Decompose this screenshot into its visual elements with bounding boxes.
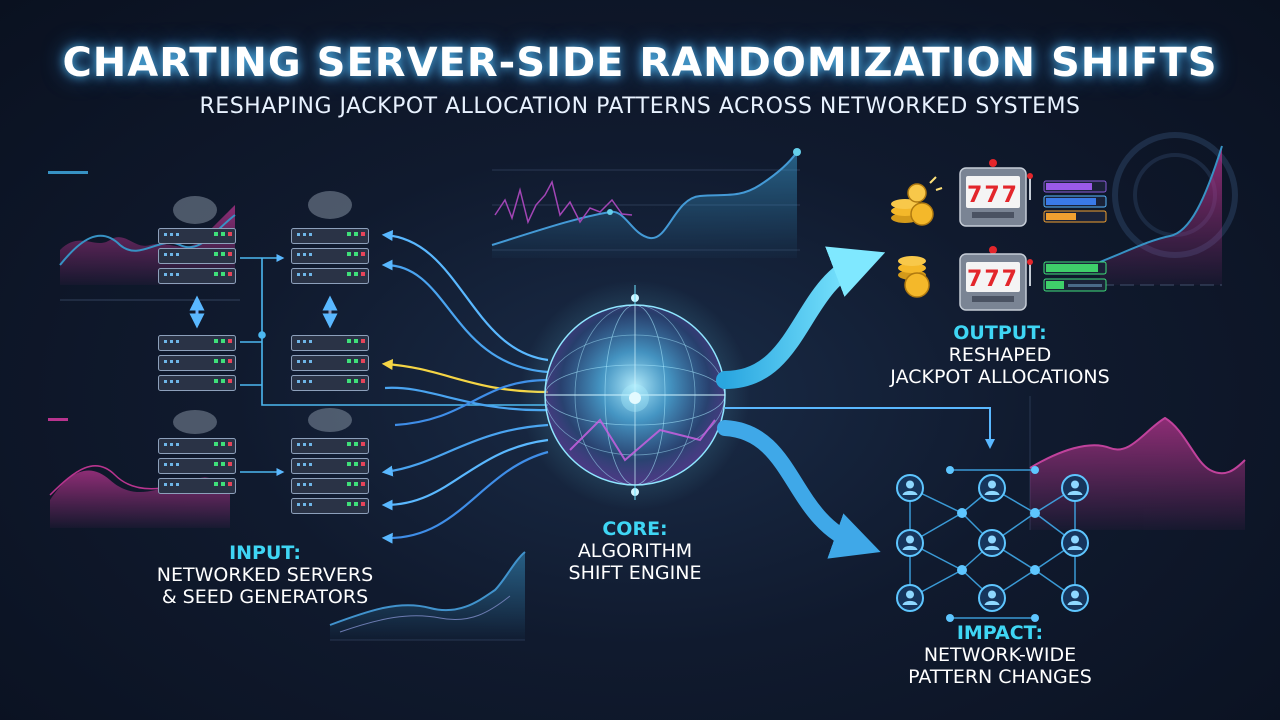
page-title: CHARTING SERVER-SIDE RANDOMIZATION SHIFT… (62, 40, 1218, 86)
input-label-line-2: & SEED GENERATORS (161, 586, 369, 608)
impact-label-line-1: NETWORK-WIDE (923, 644, 1077, 666)
bg-chart-top-center (491, 148, 801, 258)
impact-label-line-2: PATTERN CHANGES (908, 666, 1092, 688)
bg-chart-bottom-right (1029, 396, 1246, 530)
user-icon (1061, 529, 1089, 557)
input-label-line-1: NETWORKED SERVERS (156, 564, 374, 586)
user-icon (1061, 584, 1089, 612)
core-sphere (520, 280, 750, 510)
server-stack-bottom-right (291, 438, 369, 514)
core-label-line-1: ALGORITHM (577, 540, 693, 562)
allocation-meters-lower (1043, 261, 1107, 292)
server-stack-top-left (158, 228, 236, 284)
core-label-line-2: SHIFT ENGINE (568, 562, 702, 584)
slot-reels: 777 (967, 267, 1019, 292)
steam-effects (173, 191, 352, 434)
output-arrow-lower (717, 420, 881, 559)
slot-reels: 777 (967, 183, 1019, 208)
server-connectors (240, 254, 548, 476)
output-arrow-upper (716, 246, 886, 389)
bg-chart-top-right (1099, 132, 1238, 286)
user-icon (896, 474, 924, 502)
bg-chart-bottom-center (329, 551, 526, 641)
server-stack-middle-right (291, 335, 369, 391)
server-stack-bottom-left (158, 438, 236, 494)
output-arrow-thin (725, 407, 995, 449)
page-subtitle: RESHAPING JACKPOT ALLOCATION PATTERNS AC… (199, 94, 1081, 119)
user-icon (1061, 474, 1089, 502)
core-label: CORE: ALGORITHM SHIFT ENGINE (535, 518, 735, 584)
output-label-line-1: RESHAPED (948, 344, 1052, 366)
user-icon (978, 529, 1006, 557)
output-label: OUTPUT: RESHAPED JACKPOT ALLOCATIONS (850, 322, 1150, 388)
user-icon (896, 584, 924, 612)
allocation-meters-upper (1043, 180, 1107, 223)
input-label: INPUT: NETWORKED SERVERS & SEED GENERATO… (120, 542, 410, 608)
output-label-head: OUTPUT: (953, 322, 1047, 344)
coin-stack-icon (891, 176, 943, 226)
server-stack-middle-left (158, 335, 236, 391)
user-icon (978, 584, 1006, 612)
coin-stack-icon (898, 256, 930, 298)
impact-label: IMPACT: NETWORK-WIDE PATTERN CHANGES (870, 622, 1130, 688)
input-label-head: INPUT: (229, 542, 301, 564)
server-stack-top-right (291, 228, 369, 284)
core-label-head: CORE: (602, 518, 668, 540)
network-graph (896, 466, 1089, 622)
slot-machine-icon: 777 (959, 246, 1033, 311)
impact-label-head: IMPACT: (956, 622, 1044, 644)
output-label-line-2: JACKPOT ALLOCATIONS (890, 366, 1110, 388)
user-icon (978, 474, 1006, 502)
user-icon (896, 529, 924, 557)
slot-machine-icon: 777 (959, 159, 1033, 227)
